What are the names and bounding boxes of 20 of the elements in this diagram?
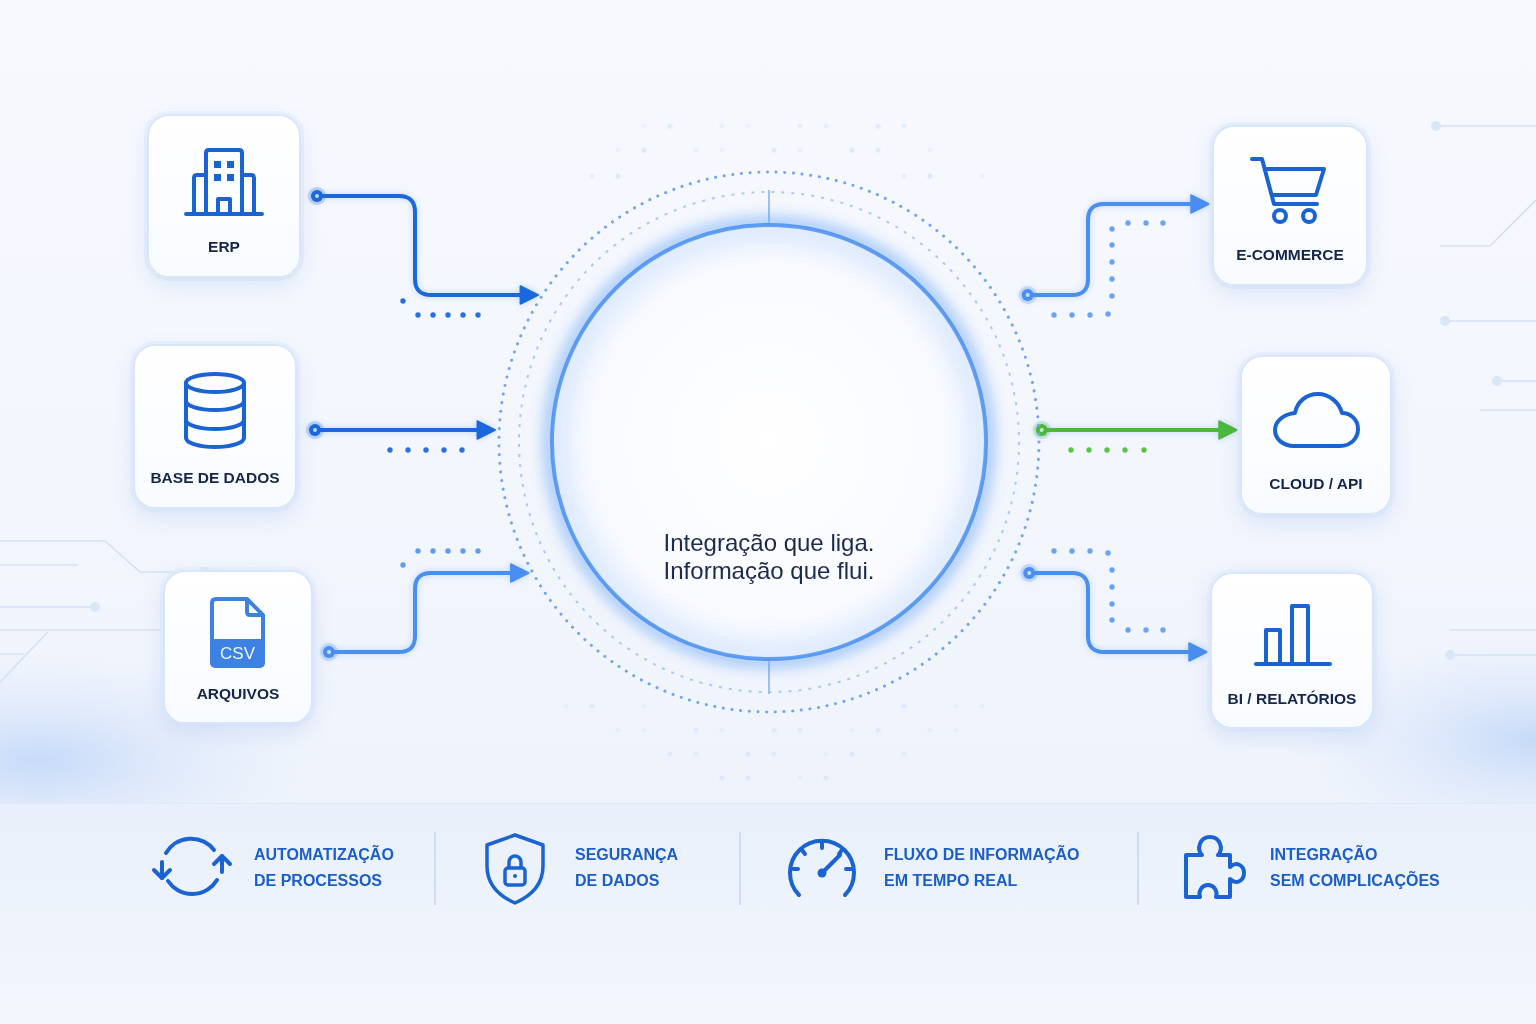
hub-circle: [497, 170, 1041, 714]
file-type-label: CSV: [210, 639, 265, 668]
system-card: [133, 344, 297, 509]
system-card: [1240, 355, 1392, 515]
tagline-text: Integração que liga. Informação que flui.: [663, 529, 875, 585]
feature-label: AUTOMATIZAÇÃO DE PROCESSOS: [254, 844, 394, 891]
card-label: BI / RELATÓRIOS: [1227, 689, 1357, 709]
card-label: ERP: [208, 237, 240, 257]
system-card: [147, 114, 301, 278]
card-label: E-COMMERCE: [1236, 245, 1344, 265]
card-label: ARQUIVOS: [196, 684, 280, 704]
arrow-connector: [1032, 420, 1238, 440]
system-card: [1210, 572, 1374, 729]
feature-label: INTEGRAÇÃO SEM COMPLICAÇÕES: [1270, 844, 1440, 891]
feature-label: SEGURANÇA DE DADOS: [575, 845, 679, 891]
system-card: [1212, 125, 1368, 286]
system-card: [163, 570, 313, 724]
feature-label: FLUXO DE INFORMAÇÃO EM TEMPO REAL: [884, 844, 1080, 891]
card-label: CLOUD / API: [1269, 474, 1363, 494]
card-label: BASE DE DADOS: [150, 468, 280, 488]
